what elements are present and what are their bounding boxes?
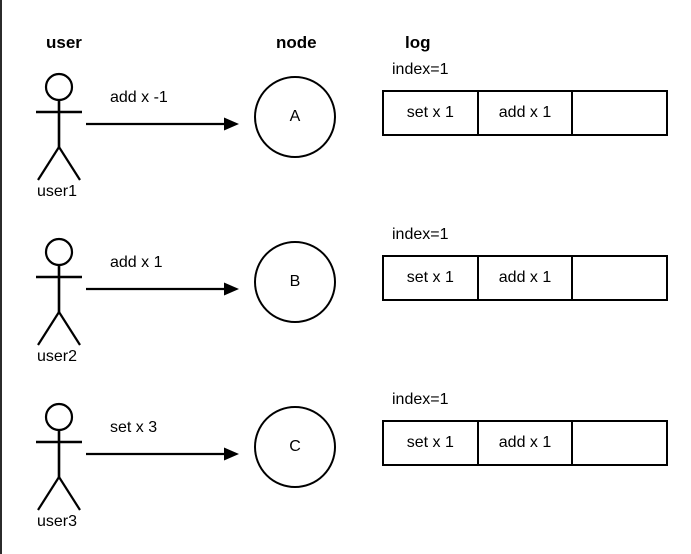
actor-stick-figure[interactable] (32, 400, 102, 516)
message-label: add x 1 (110, 254, 163, 271)
column-header-user: user (46, 33, 82, 52)
column-header-node: node (276, 33, 317, 52)
actor-label: user3 (37, 513, 78, 530)
actor-label: user1 (37, 183, 78, 200)
log-index-label: index=1 (392, 61, 449, 78)
node-circle-container[interactable]: B (254, 241, 336, 323)
stick-figure-icon (32, 70, 102, 186)
message-arrow (86, 444, 240, 464)
log-table: set x 1 add x 1 (382, 90, 668, 136)
node-circle-shape (254, 76, 336, 158)
node-circle-container[interactable]: A (254, 76, 336, 158)
log-table: set x 1 add x 1 (382, 420, 668, 466)
message-label: set x 3 (110, 419, 158, 436)
log-cell[interactable]: set x 1 (384, 422, 479, 464)
message-arrow (86, 279, 240, 299)
log-table: set x 1 add x 1 (382, 255, 668, 301)
stick-figure-icon (32, 400, 102, 516)
log-cell[interactable] (573, 422, 666, 464)
diagram-row: user1 add x -1 A index=1 set x 1 add x 1 (2, 62, 691, 235)
log-index-label: index=1 (392, 226, 449, 243)
diagram-row: user2 add x 1 B index=1 set x 1 add x 1 (2, 227, 691, 400)
actor-label: user2 (37, 348, 78, 365)
log-cell[interactable]: add x 1 (479, 92, 574, 134)
node-circle-shape (254, 241, 336, 323)
node-label: B (289, 273, 301, 290)
log-cell[interactable] (573, 257, 666, 299)
actor-stick-figure[interactable] (32, 70, 102, 186)
log-cell[interactable]: set x 1 (384, 92, 479, 134)
log-cell[interactable]: add x 1 (479, 422, 574, 464)
log-cell[interactable]: set x 1 (384, 257, 479, 299)
log-cell[interactable]: add x 1 (479, 257, 574, 299)
log-index-label: index=1 (392, 391, 449, 408)
log-cell[interactable] (573, 92, 666, 134)
node-circle-container[interactable]: C (254, 406, 336, 488)
diagram-row: user3 set x 3 C index=1 set x 1 add x 1 (2, 392, 691, 554)
message-arrow (86, 114, 240, 134)
node-label: C (289, 438, 301, 455)
node-circle-shape (254, 406, 336, 488)
message-label: add x -1 (110, 89, 168, 106)
column-header-log: log (405, 33, 431, 52)
stick-figure-icon (32, 235, 102, 351)
node-label: A (289, 108, 301, 125)
actor-stick-figure[interactable] (32, 235, 102, 351)
